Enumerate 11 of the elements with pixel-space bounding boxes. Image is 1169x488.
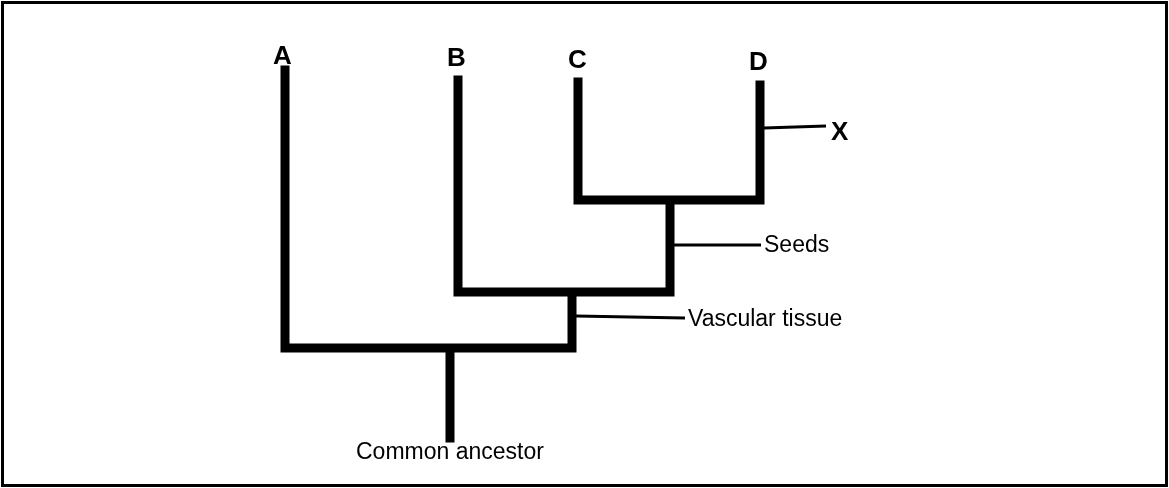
taxon-label: D (749, 48, 768, 74)
taxon-label: C (568, 46, 587, 72)
leader-line (575, 314, 686, 320)
trait-label: X (831, 118, 849, 144)
taxon-label: B (447, 44, 466, 70)
trait-label: Vascular tissue (688, 307, 843, 330)
trait-label: Seeds (764, 233, 830, 256)
taxon-label: A (273, 42, 292, 68)
leader-line (674, 243, 761, 247)
root-label: Common ancestor (356, 440, 544, 463)
leader-line (763, 124, 827, 130)
